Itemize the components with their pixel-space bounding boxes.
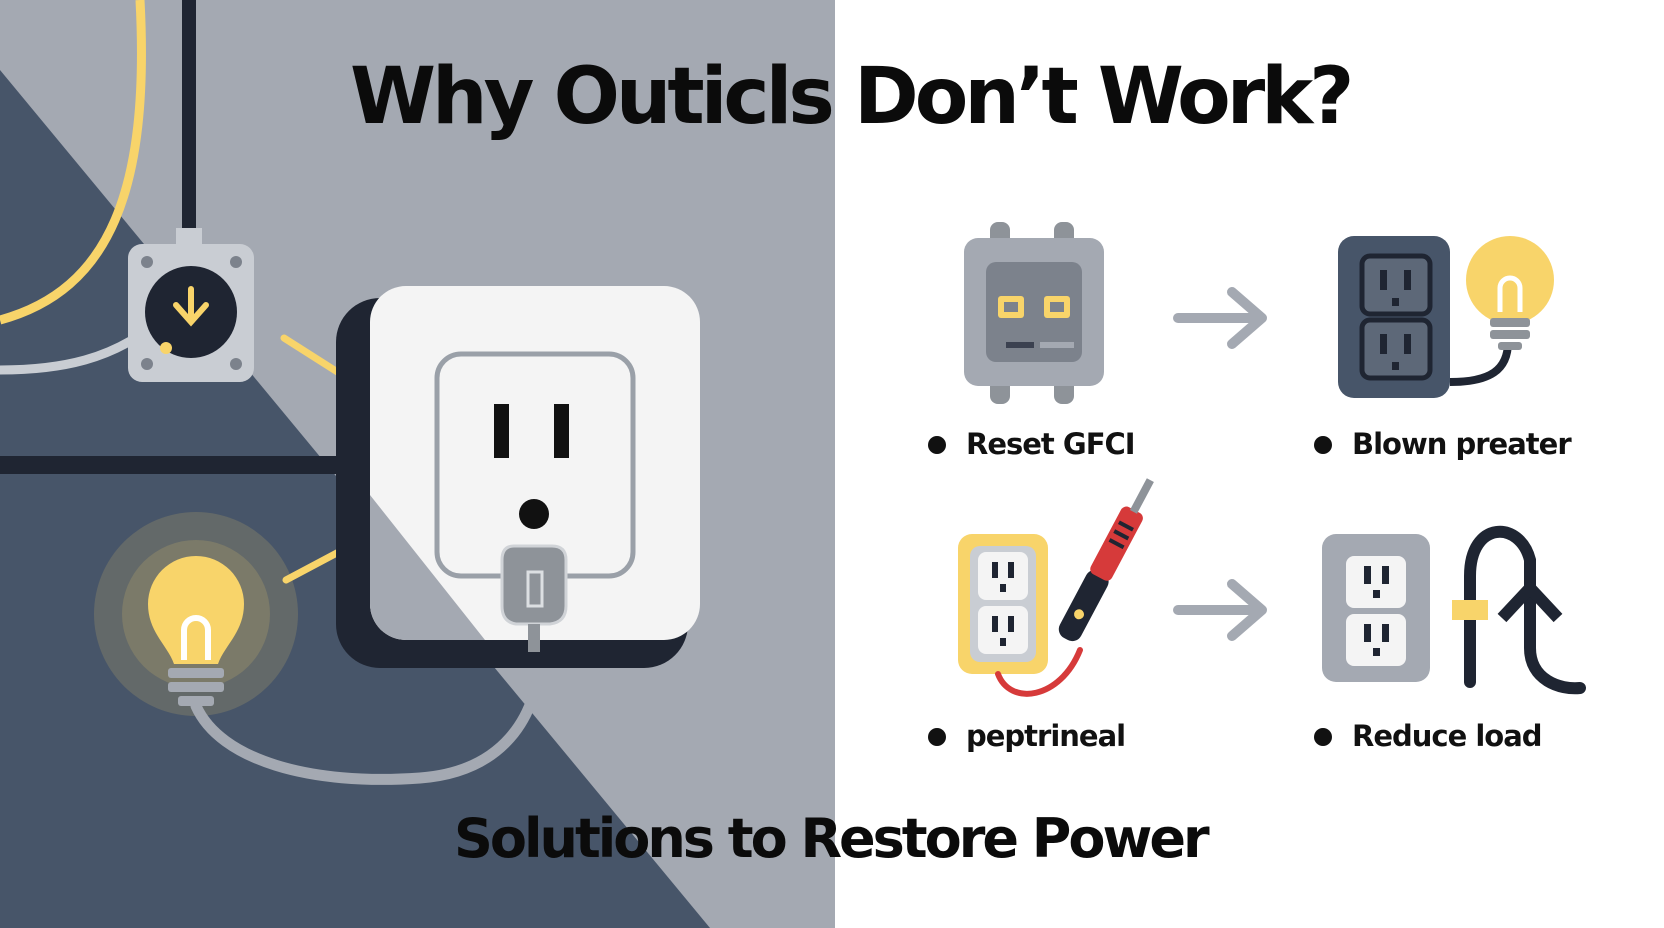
bullet-icon (1314, 727, 1332, 746)
voltage-tester-icon (1058, 478, 1154, 642)
arrow-icon (1173, 579, 1267, 641)
small-lightbulb-icon (1466, 236, 1554, 350)
lightbulb-icon (94, 512, 298, 716)
item-label: peptrineal (966, 719, 1126, 753)
item-peptrineal: peptrineal (928, 719, 1126, 753)
horizontal-wire (0, 456, 370, 474)
bullet-icon (928, 727, 946, 746)
unplugged-cord-icon (1452, 525, 1586, 695)
bullet-icon (928, 435, 946, 454)
page-subtitle: Solutions to Restore Power (454, 807, 1210, 870)
gray-outlet-icon (1322, 534, 1430, 682)
item-reset-gfci: Reset GFCI (928, 427, 1136, 461)
breaker-box-icon (964, 222, 1104, 404)
tester-lead (995, 647, 1083, 697)
item-label: Reduce load (1352, 719, 1543, 753)
plug-icon (500, 544, 568, 652)
yellow-outlet-icon (958, 534, 1048, 674)
bullet-icon (1314, 435, 1332, 454)
item-blown-preater: Blown preater (1314, 427, 1572, 461)
item-label: Reset GFCI (966, 427, 1136, 461)
bulb-cord (190, 642, 546, 785)
arrow-icon (1173, 287, 1267, 349)
wall-outlet-icon (336, 286, 700, 668)
item-reduce-load: Reduce load (1314, 719, 1543, 753)
item-label: Blown preater (1352, 427, 1572, 461)
dark-outlet-icon (1338, 236, 1450, 398)
yellow-wire (0, 0, 146, 325)
page-title: Why Outicls Don’t Work? (350, 52, 1354, 142)
junction-box-icon (128, 228, 254, 382)
black-wire (182, 0, 196, 232)
